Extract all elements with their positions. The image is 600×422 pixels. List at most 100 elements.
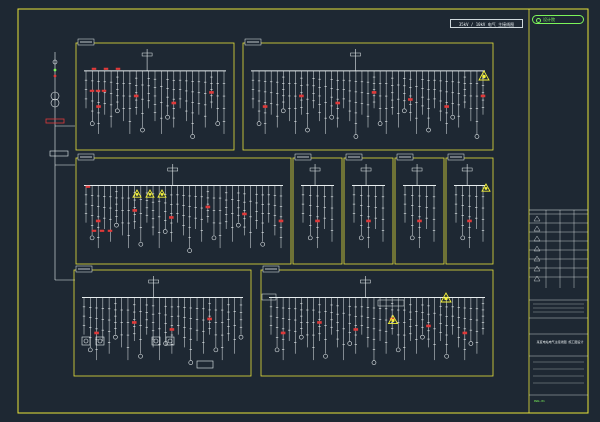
schematic-panel-p1	[75, 42, 235, 151]
breaker-red	[89, 89, 95, 92]
transformer-outline	[481, 183, 491, 192]
equipment-box	[151, 336, 161, 346]
meter-symbol-icon	[188, 360, 194, 365]
titleblock-note: 某变电站电气主接线图 施工图设计	[536, 340, 584, 344]
incoming-breaker-box	[360, 279, 371, 284]
main-breaker-red	[45, 118, 65, 124]
transformer-icon	[481, 183, 491, 192]
breaker-red	[95, 89, 101, 92]
equipment-box	[165, 336, 175, 346]
transformer-outline	[132, 189, 142, 198]
incoming-breaker-box	[309, 167, 321, 172]
meter-symbol-icon	[138, 241, 144, 247]
revision-triangle-icon	[533, 265, 541, 272]
meter-symbol-icon	[238, 334, 244, 340]
meter-symbol-icon	[329, 114, 334, 120]
breaker-red	[171, 101, 177, 105]
breaker-red	[444, 105, 449, 108]
meter-symbol-icon	[305, 127, 310, 133]
meter-symbol-icon	[138, 353, 143, 359]
transformer-outline	[440, 292, 452, 303]
meter-symbol-icon	[236, 222, 241, 228]
logo-icon	[536, 17, 541, 23]
equipment-symbol-icon	[167, 338, 173, 344]
transformer-icon	[145, 189, 155, 198]
main-transformer-winding-icon	[50, 98, 60, 108]
meter-symbol-icon	[444, 353, 449, 359]
meter-symbol-icon	[114, 222, 119, 228]
breaker-red	[91, 67, 97, 70]
equipment-symbol-icon	[153, 338, 159, 344]
meter-symbol-icon	[377, 121, 383, 126]
meter-symbol-icon	[371, 360, 377, 365]
meter-symbol-icon	[163, 341, 168, 346]
breaker-red	[462, 331, 468, 335]
transformer-outline	[478, 70, 490, 81]
transformer-core	[135, 193, 139, 196]
breaker-red	[115, 67, 121, 70]
meter-symbol-icon	[402, 108, 407, 114]
indicator-green-icon	[53, 68, 57, 72]
breaker-red	[133, 94, 139, 98]
schematic-panel-p3	[75, 157, 292, 265]
schematic-panel-p5	[343, 157, 394, 265]
breaker-red	[107, 229, 113, 232]
breaker-red	[131, 321, 137, 324]
breaker-red	[207, 317, 212, 321]
equipment-symbol-icon	[83, 338, 89, 344]
breaker-red	[94, 331, 99, 335]
revision-triangle-icon	[533, 255, 541, 262]
meter-symbol-icon	[190, 134, 195, 139]
meter-symbol-icon	[213, 347, 219, 353]
breaker-red	[132, 209, 138, 212]
breaker-red	[317, 321, 322, 324]
schematic-panel-p4	[292, 157, 343, 265]
breaker-red	[99, 229, 105, 232]
meter-symbol-icon	[113, 334, 118, 340]
meter-symbol-icon	[426, 127, 431, 133]
breaker-red	[169, 328, 175, 331]
breaker-red	[353, 328, 359, 331]
transformer-icon	[440, 292, 452, 303]
incoming-breaker-box	[141, 52, 153, 57]
feeder-tag-box	[49, 150, 69, 157]
incoming-breaker-box	[148, 279, 159, 284]
meter-symbol-icon	[165, 114, 170, 120]
revision-triangle-icon	[533, 225, 541, 232]
breaker-red	[205, 205, 211, 209]
schematic-panel-p6	[394, 157, 445, 265]
meter-symbol-icon	[115, 108, 120, 114]
meter-symbol-icon	[89, 235, 95, 241]
transformer-core	[148, 193, 152, 196]
breaker-red	[335, 101, 341, 105]
breaker-red	[366, 219, 371, 223]
transformer-icon	[157, 189, 167, 198]
incoming-breaker-box	[167, 167, 178, 172]
meter-symbol-icon	[89, 121, 95, 126]
panel-legend-box	[196, 360, 214, 369]
meter-symbol-icon	[298, 334, 304, 340]
breaker-red	[95, 219, 101, 223]
transformer-outline	[145, 189, 155, 198]
meter-symbol-icon	[215, 121, 221, 126]
transformer-core	[160, 193, 164, 196]
company-logo: 设计院	[532, 15, 584, 24]
breaker-red	[85, 185, 91, 188]
revision-triangle-icon	[533, 245, 541, 252]
breaker-red	[426, 324, 431, 328]
revision-triangle-icon	[533, 215, 541, 222]
schematic-panel-p7	[445, 157, 494, 265]
meter-symbol-icon	[187, 248, 192, 253]
titleblock-footer-code: DWG-01	[534, 399, 545, 403]
breaker-red	[91, 229, 97, 232]
meter-symbol-icon	[140, 127, 145, 133]
meter-symbol-icon	[347, 341, 353, 346]
breaker-red	[96, 105, 101, 108]
equipment-box	[81, 336, 91, 346]
meter-symbol-icon	[260, 241, 266, 247]
breaker-red	[169, 216, 174, 219]
transformer-outline	[387, 314, 399, 325]
breaker-red	[480, 94, 486, 98]
transformer-core	[482, 74, 486, 79]
breaker-red	[299, 94, 304, 98]
